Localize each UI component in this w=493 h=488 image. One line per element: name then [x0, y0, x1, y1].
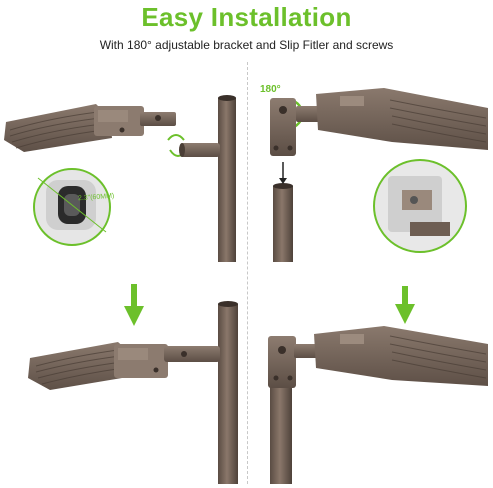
step3-assembled — [28, 301, 238, 484]
step2-zoom-detail — [373, 159, 467, 253]
rotation-angle-label: 180° — [260, 84, 281, 95]
panel-divider — [247, 62, 248, 484]
step2-fixture — [270, 88, 488, 156]
step4-assembled — [268, 326, 488, 484]
step2-pole — [273, 162, 293, 262]
page-title: Easy Installation — [141, 2, 352, 32]
arrow-down-icon — [124, 284, 144, 326]
arrow-down-icon — [395, 286, 415, 324]
step1-fixture — [4, 104, 176, 152]
page-subtitle: With 180° adjustable bracket and Slip Fi… — [99, 38, 394, 52]
curved-arrow-icon — [167, 134, 185, 141]
step1-zoom-detail — [33, 168, 111, 246]
step1-pole — [179, 95, 236, 262]
